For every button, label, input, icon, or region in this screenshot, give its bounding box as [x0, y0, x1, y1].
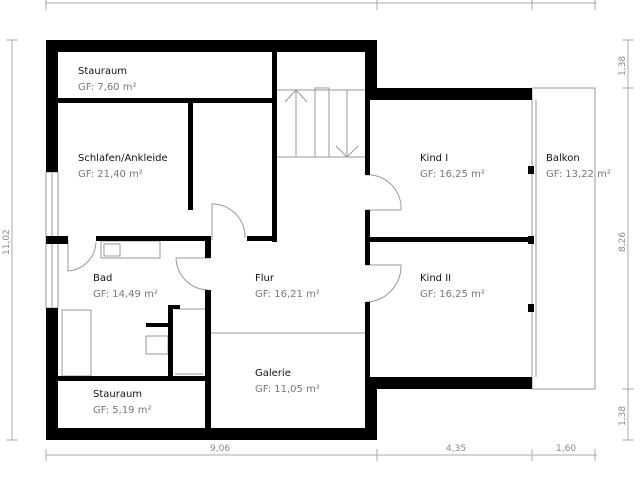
room-area: GF: 16,25 m² — [420, 169, 485, 180]
dim-bottom-3: 1,60 — [556, 444, 576, 454]
thin-lines — [45, 87, 596, 390]
room-name: Kind I — [420, 153, 449, 164]
room-name: Flur — [255, 273, 274, 284]
room-area: GF: 11,05 m² — [255, 384, 320, 395]
dim-bottom-1: 9,06 — [210, 444, 230, 454]
room-name: Bad — [93, 273, 113, 284]
room-name: Stauraum — [93, 389, 143, 400]
room-name: Balkon — [546, 153, 580, 164]
room-area: GF: 16,21 m² — [255, 289, 320, 300]
room-name: Galerie — [255, 368, 291, 379]
walls — [46, 40, 534, 440]
room-area: GF: 13,22 m² — [546, 169, 611, 180]
room-area: GF: 14,49 m² — [93, 289, 158, 300]
room-area: GF: 16,25 m² — [420, 289, 485, 300]
room-name: Schlafen/Ankleide — [78, 153, 168, 164]
room-area: GF: 5,19 m² — [93, 405, 152, 416]
dim-right-2: 8,26 — [618, 232, 628, 252]
dim-bottom-2: 4,35 — [446, 444, 466, 454]
dim-right-1: 1,38 — [618, 56, 628, 76]
dim-left: 11,02 — [2, 229, 12, 255]
room-name: Stauraum — [78, 66, 128, 77]
room-area: GF: 7,60 m² — [78, 82, 137, 93]
room-name: Kind II — [420, 273, 452, 284]
dim-right-3: 1,38 — [618, 406, 628, 426]
room-area: GF: 21,40 m² — [78, 169, 143, 180]
dimension-lines — [6, 0, 634, 461]
